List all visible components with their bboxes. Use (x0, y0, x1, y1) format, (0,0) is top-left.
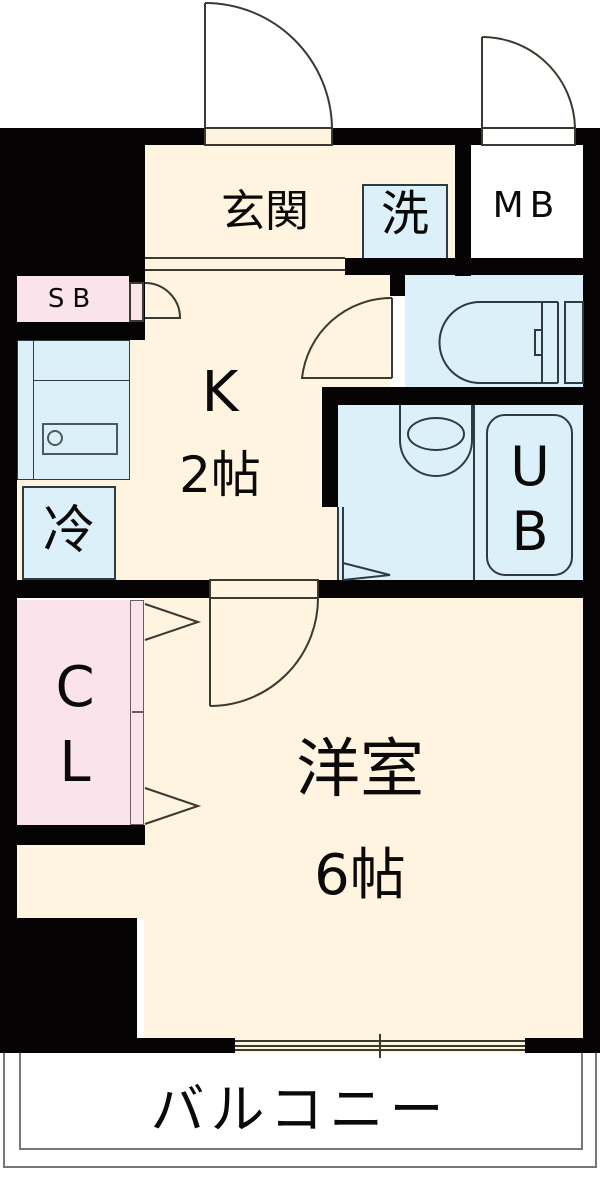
wall-toilet-left (390, 258, 405, 296)
western-room-size: 6帖 (314, 843, 406, 908)
genkan-label: 玄関 (221, 186, 309, 237)
wall-sb-bottom (0, 322, 145, 340)
wall-mid (0, 580, 210, 598)
closet (17, 600, 130, 825)
kitchen-label: K (201, 360, 239, 425)
toilet-room (405, 275, 583, 387)
western-room-alcove (17, 845, 147, 918)
balcony-label: バルコニー (150, 1078, 450, 1141)
fridge-space (22, 486, 116, 580)
western-room (144, 598, 584, 1038)
kitchen-counter (17, 340, 130, 480)
stove-burner (42, 423, 118, 455)
fridge-label: 冷 (42, 501, 95, 561)
wall-closet-bottom (0, 825, 145, 845)
wall-bottom-left (0, 1038, 235, 1053)
unit-bath-label-u: U (510, 435, 550, 498)
shoe-box-label: SB (47, 284, 99, 314)
wall-under-mb (345, 258, 600, 275)
unit-bath-label-b: B (511, 500, 549, 563)
wall-mid-right (318, 580, 600, 598)
wall-toilet-bottom (322, 387, 600, 405)
wall-washer-mb (455, 128, 471, 276)
shoe-box (17, 276, 129, 322)
kitchen-size: 2帖 (179, 446, 261, 504)
balcony-inner (19, 1053, 583, 1150)
closet-label-l: L (59, 730, 91, 795)
burner-circle (47, 430, 63, 446)
western-room-label: 洋室 (296, 733, 424, 807)
wall-bottom-right (525, 1038, 600, 1053)
meter-box (470, 145, 583, 258)
meter-box-label: MB (492, 185, 561, 226)
unit-bath-room (338, 405, 583, 580)
counter-shelf (33, 380, 130, 381)
closet-label-c: C (55, 655, 95, 720)
wall-top-left-block (0, 128, 145, 276)
washer-label: 洗 (380, 186, 429, 242)
wall-ub-left (322, 387, 338, 507)
counter-divider (33, 340, 34, 480)
wall-pillar (0, 918, 137, 1053)
